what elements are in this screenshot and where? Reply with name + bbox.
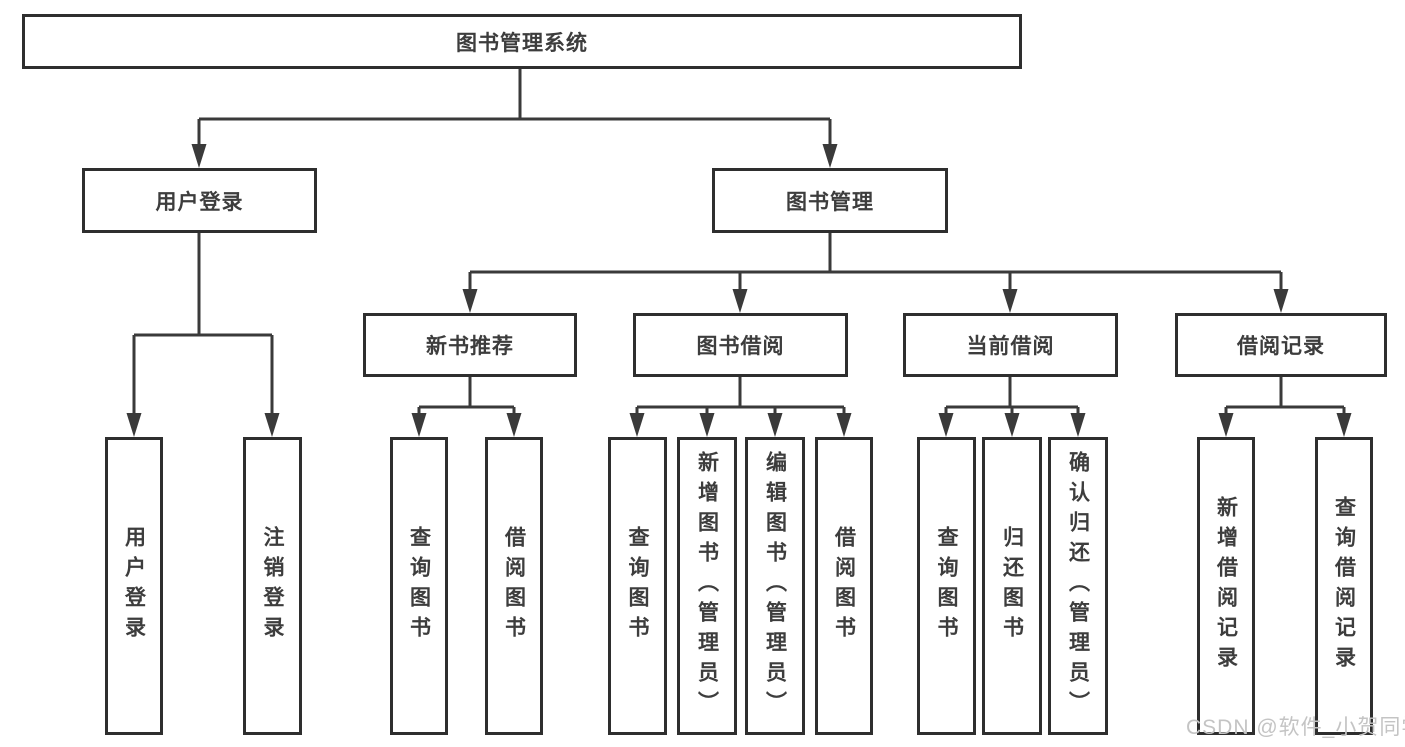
leaf-add-books-admin: 新增图书（管理员） (677, 437, 737, 735)
leaf-query-books-borrow: 查询图书 (608, 437, 667, 735)
leaf-label: 用户登录 (122, 526, 146, 646)
node-label: 当前借阅 (966, 335, 1055, 358)
leaf-label: 新增借阅记录 (1214, 496, 1238, 676)
node-new-book-recommend: 新书推荐 (363, 313, 577, 377)
leaf-borrow-books-recommend: 借阅图书 (485, 437, 543, 735)
leaf-label: 借阅图书 (502, 526, 526, 646)
csdn-watermark: CSDN @软件_小贺同学 (1186, 716, 1405, 739)
leaf-user-login: 用户登录 (105, 437, 163, 735)
node-book-borrow: 图书借阅 (633, 313, 848, 377)
node-current-borrow: 当前借阅 (903, 313, 1118, 377)
node-label: 新书推荐 (426, 335, 514, 358)
leaf-query-borrow-record: 查询借阅记录 (1315, 437, 1373, 735)
leaf-label: 归还图书 (1000, 526, 1024, 646)
leaf-borrow-books: 借阅图书 (815, 437, 873, 735)
leaf-logout: 注销登录 (243, 437, 302, 735)
node-user-login: 用户登录 (82, 168, 317, 233)
node-label: 借阅记录 (1237, 335, 1325, 358)
node-book-management: 图书管理 (712, 168, 948, 233)
leaf-label: 编辑图书（管理员） (763, 451, 787, 721)
leaf-label: 借阅图书 (832, 526, 856, 646)
leaf-label: 查询借阅记录 (1332, 496, 1356, 676)
leaf-label: 注销登录 (261, 526, 284, 646)
leaf-label: 确认归还（管理员） (1066, 451, 1090, 721)
node-library-management-system: 图书管理系统 (22, 14, 1022, 69)
leaf-add-borrow-record: 新增借阅记录 (1197, 437, 1255, 735)
node-label: 图书管理系统 (456, 31, 588, 55)
leaf-label: 查询图书 (626, 526, 649, 646)
leaf-label: 新增图书（管理员） (695, 451, 719, 721)
leaf-label: 查询图书 (935, 526, 958, 646)
leaf-query-books-recommend: 查询图书 (390, 437, 448, 735)
node-label: 图书管理 (786, 190, 874, 214)
node-label: 图书借阅 (696, 335, 785, 358)
leaf-confirm-return-admin: 确认归还（管理员） (1048, 437, 1108, 735)
node-label: 用户登录 (155, 190, 244, 214)
node-borrow-records: 借阅记录 (1175, 313, 1387, 377)
leaf-edit-books-admin: 编辑图书（管理员） (745, 437, 805, 735)
leaf-query-books-current: 查询图书 (917, 437, 976, 735)
leaf-return-books: 归还图书 (982, 437, 1042, 735)
leaf-label: 查询图书 (407, 526, 431, 646)
